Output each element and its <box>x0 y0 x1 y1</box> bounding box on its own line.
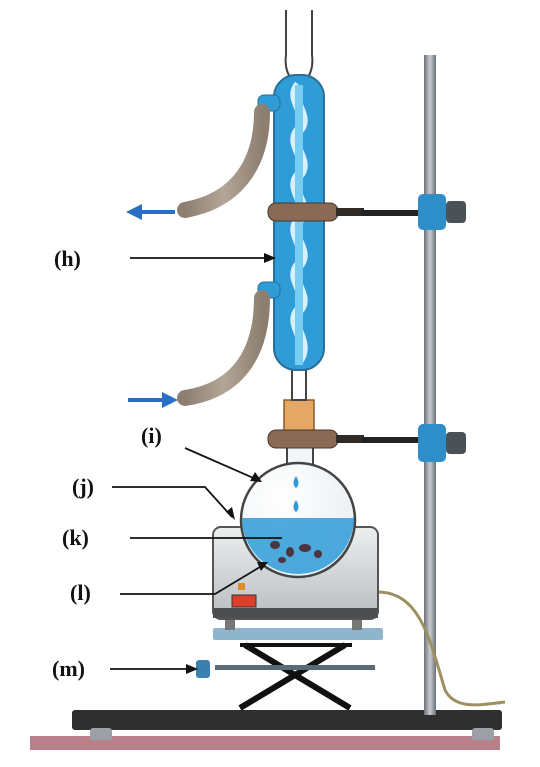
label-i: (i) <box>141 423 162 448</box>
base-foot-right <box>472 728 494 740</box>
boss-screw-lower[interactable] <box>446 432 466 454</box>
leader-lines <box>110 257 282 670</box>
label-l: (l) <box>70 580 91 605</box>
retort-stand-rod <box>424 55 436 715</box>
reflux-condenser <box>257 10 325 401</box>
heater-switch[interactable] <box>231 594 257 608</box>
leader-arrowheads <box>186 253 276 674</box>
lab-jack <box>196 612 383 711</box>
boiling-chip <box>270 541 322 563</box>
boss-head-lower <box>418 424 446 462</box>
water-droplet <box>293 476 299 488</box>
label-m: (m) <box>52 656 85 681</box>
water-outflow-arrow <box>126 204 175 220</box>
water-outlet-tube <box>177 104 270 218</box>
heater-indicator-light <box>238 583 245 590</box>
condenser-clamp <box>267 194 466 230</box>
leader-l <box>120 563 266 595</box>
flask-clamp <box>267 424 466 462</box>
label-k: (k) <box>62 525 89 550</box>
round-bottom-flask <box>239 439 357 579</box>
boss-head-upper <box>418 194 446 230</box>
base-foot-left <box>90 728 112 740</box>
heater-power-cable <box>377 590 506 707</box>
water-droplet <box>293 500 299 512</box>
boss-screw-upper[interactable] <box>446 201 466 223</box>
bench-top <box>30 736 500 750</box>
leader-j <box>112 486 233 518</box>
flask-liquid <box>242 518 354 574</box>
water-inlet-tube <box>177 290 270 406</box>
water-inflow-arrow <box>128 392 178 408</box>
label-j: (j) <box>72 474 94 499</box>
jack-adjust-knob[interactable] <box>196 660 210 678</box>
label-h: (h) <box>54 246 81 271</box>
stand-base-plate <box>72 710 502 730</box>
leader-i <box>184 447 259 481</box>
